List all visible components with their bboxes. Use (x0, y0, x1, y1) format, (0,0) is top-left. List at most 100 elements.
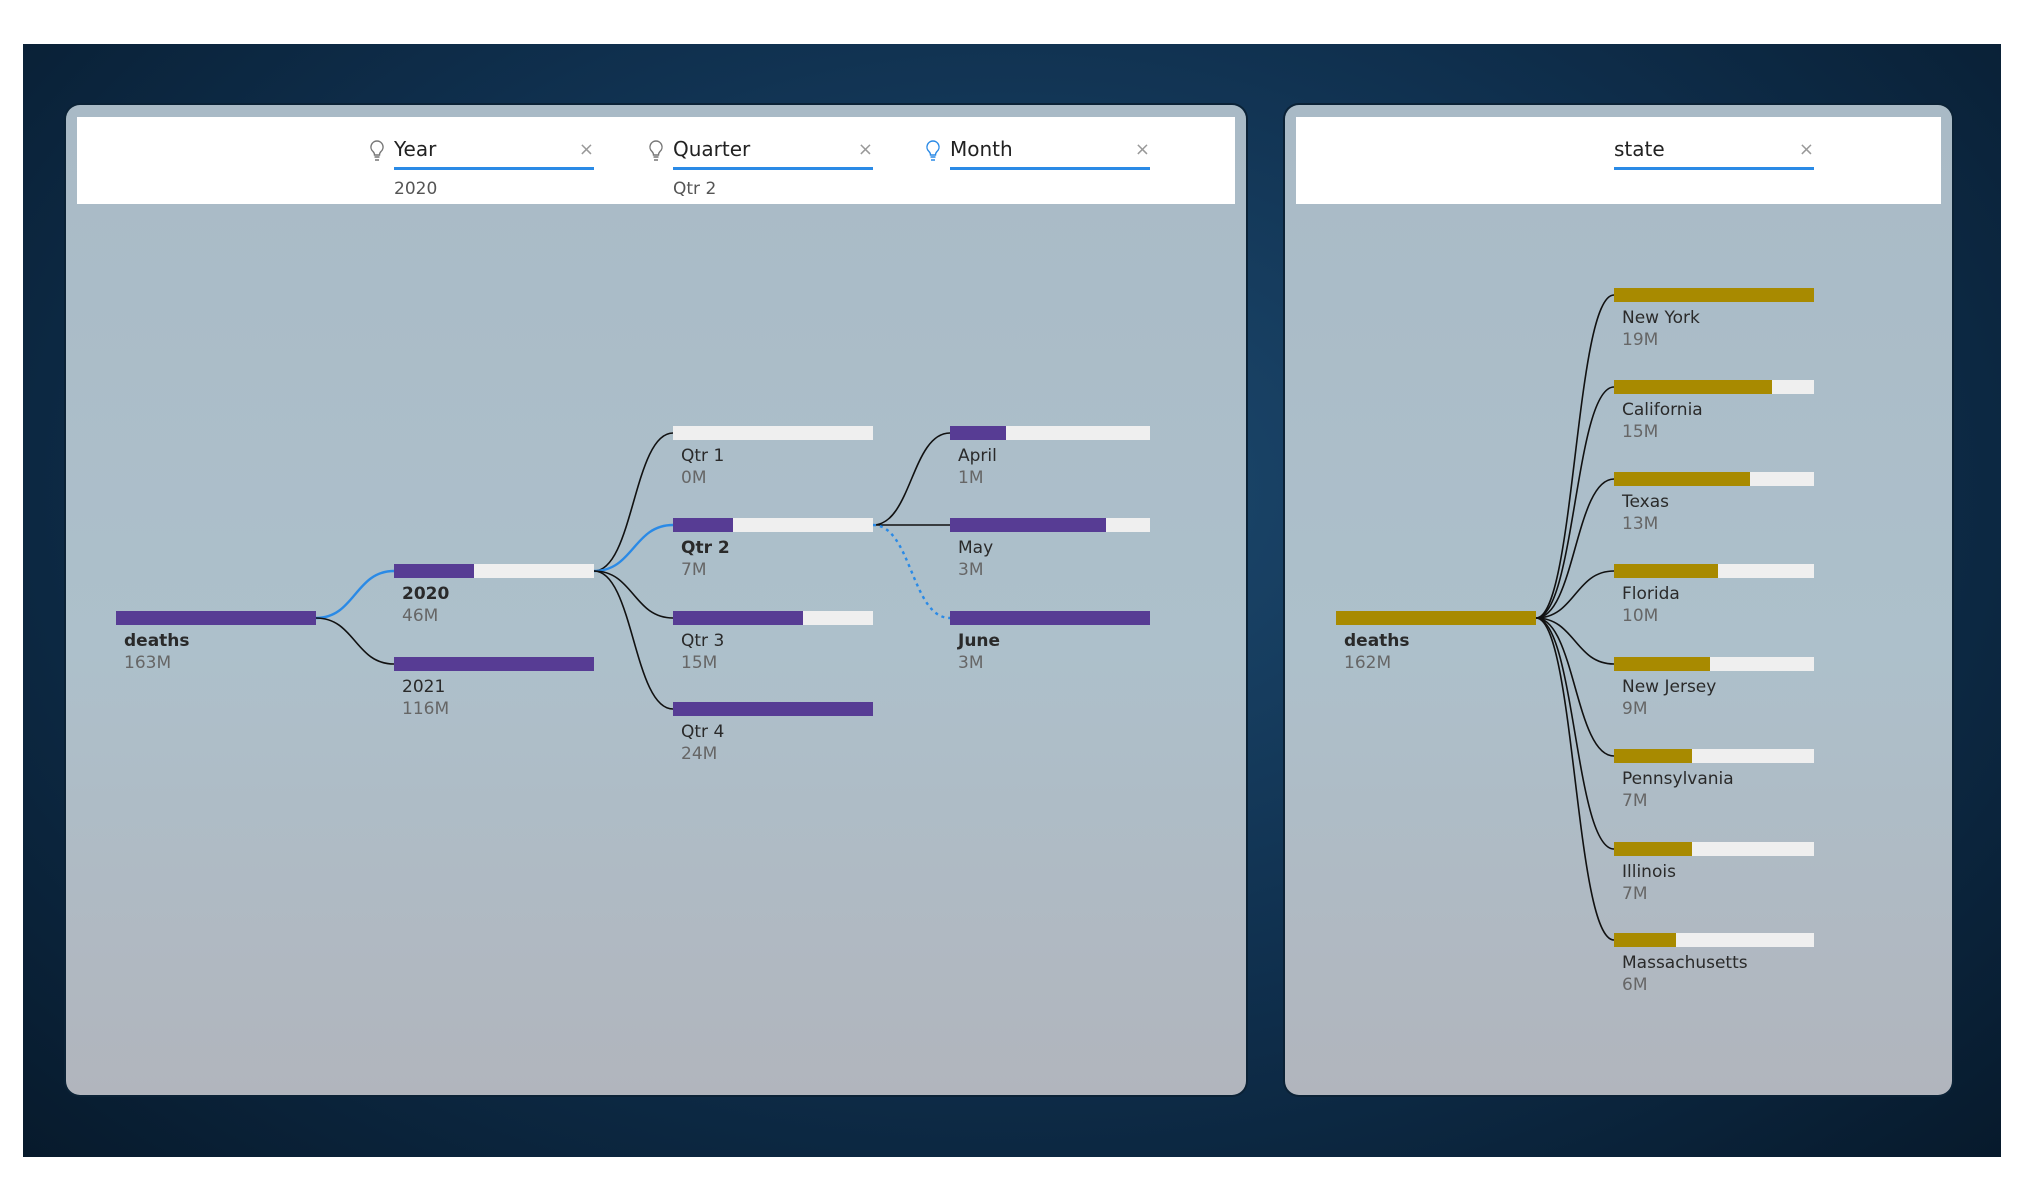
connector-root-ma (1535, 617, 1615, 941)
node-bar-may[interactable] (950, 518, 1150, 532)
connector-root-ny (1535, 294, 1615, 619)
connector-q2-apr (872, 432, 951, 526)
close-icon[interactable]: × (578, 139, 594, 160)
node-bar-fill (1614, 657, 1710, 671)
node-bar-nj[interactable] (1614, 657, 1814, 671)
node-label: California (1622, 400, 1703, 420)
node-label: Qtr 1 (681, 446, 725, 466)
field-label: state (1614, 137, 1665, 161)
connector-root-pa (1535, 617, 1615, 757)
connector-root-nj (1535, 617, 1615, 665)
node-bar-fill (394, 564, 474, 578)
node-value: 7M (681, 560, 707, 580)
node-label: Pennsylvania (1622, 769, 1734, 789)
node-bar-root[interactable] (116, 611, 316, 625)
node-label: 2021 (402, 677, 446, 697)
node-bar-fill (950, 518, 1106, 532)
node-bar-fill (1614, 288, 1814, 302)
connector-y2020-q2 (593, 523, 674, 573)
node-bar-jun[interactable] (950, 611, 1150, 625)
node-value: 13M (1622, 514, 1659, 534)
node-label: Florida (1622, 584, 1680, 604)
connector-y2020-q4 (593, 570, 674, 710)
node-label: New Jersey (1622, 677, 1717, 697)
node-bar-fill (1614, 564, 1718, 578)
node-label: Texas (1622, 492, 1669, 512)
node-bar-ca[interactable] (1614, 380, 1814, 394)
connector-q2-jun (872, 523, 951, 620)
lightbulb-icon (368, 139, 386, 163)
node-bar-q2[interactable] (673, 518, 873, 532)
node-bar-fill (673, 518, 733, 532)
node-bar-fill (950, 426, 1006, 440)
node-bar-pa[interactable] (1614, 749, 1814, 763)
node-bar-fill (1614, 933, 1676, 947)
field-label: Year (394, 137, 437, 161)
node-bar-fill (1614, 380, 1772, 394)
connector-root-fl (1535, 570, 1615, 619)
node-label: Qtr 2 (681, 538, 730, 558)
node-value: 163M (124, 653, 172, 673)
node-value: 15M (1622, 422, 1659, 442)
node-value: 0M (681, 468, 707, 488)
close-icon[interactable]: × (1798, 139, 1814, 160)
field-underline (394, 167, 594, 170)
node-label: Massachusetts (1622, 953, 1748, 973)
node-label: Illinois (1622, 862, 1676, 882)
connector-root-y2020 (315, 569, 395, 620)
node-bar-apr[interactable] (950, 426, 1150, 440)
node-value: 3M (958, 560, 984, 580)
node-label: Qtr 3 (681, 631, 725, 651)
node-bar-ny[interactable] (1614, 288, 1814, 302)
node-bar-y2021[interactable] (394, 657, 594, 671)
field-underline (673, 167, 873, 170)
tree-connectors (315, 432, 951, 710)
node-bar-fl[interactable] (1614, 564, 1814, 578)
node-bar-il[interactable] (1614, 842, 1814, 856)
node-bar-y2020[interactable] (394, 564, 594, 578)
node-value: 19M (1622, 330, 1659, 350)
node-bar-fill (1614, 749, 1692, 763)
node-bar-fill (1336, 611, 1536, 625)
close-icon[interactable]: × (857, 139, 873, 160)
connector-root-il (1535, 617, 1615, 850)
node-label: New York (1622, 308, 1700, 328)
node-bar-q3[interactable] (673, 611, 873, 625)
node-value: 116M (402, 699, 450, 719)
connector-root-tx (1535, 478, 1615, 619)
tree-header: state × (1296, 117, 1941, 204)
node-label: 2020 (402, 584, 450, 604)
node-bar-q4[interactable] (673, 702, 873, 716)
field-label: Month (950, 137, 1013, 161)
connector-root-y2021 (315, 617, 395, 665)
node-bar-fill (950, 611, 1150, 625)
node-bar-fill (394, 657, 594, 671)
node-label: May (958, 538, 994, 558)
close-icon[interactable]: × (1134, 139, 1150, 160)
field-value: 2020 (394, 179, 438, 199)
node-bar-fill (116, 611, 316, 625)
node-value: 10M (1622, 606, 1659, 626)
node-label: deaths (124, 631, 190, 651)
node-bar-q1[interactable] (673, 426, 873, 440)
node-bar-root[interactable] (1336, 611, 1536, 625)
lightbulb-icon (924, 139, 942, 163)
node-label: June (958, 631, 1001, 651)
node-value: 15M (681, 653, 718, 673)
node-bar-ma[interactable] (1614, 933, 1814, 947)
node-bar-tx[interactable] (1614, 472, 1814, 486)
node-value: 7M (1622, 884, 1648, 904)
connector-y2020-q3 (593, 570, 674, 619)
node-value: 162M (1344, 653, 1392, 673)
field-underline (950, 167, 1150, 170)
node-value: 1M (958, 468, 984, 488)
node-value: 3M (958, 653, 984, 673)
node-value: 46M (402, 606, 439, 626)
node-label: Qtr 4 (681, 722, 725, 742)
lightbulb-icon (647, 139, 665, 163)
node-bar-fill (673, 702, 873, 716)
node-bar-fill (1614, 842, 1692, 856)
node-value: 24M (681, 744, 718, 764)
